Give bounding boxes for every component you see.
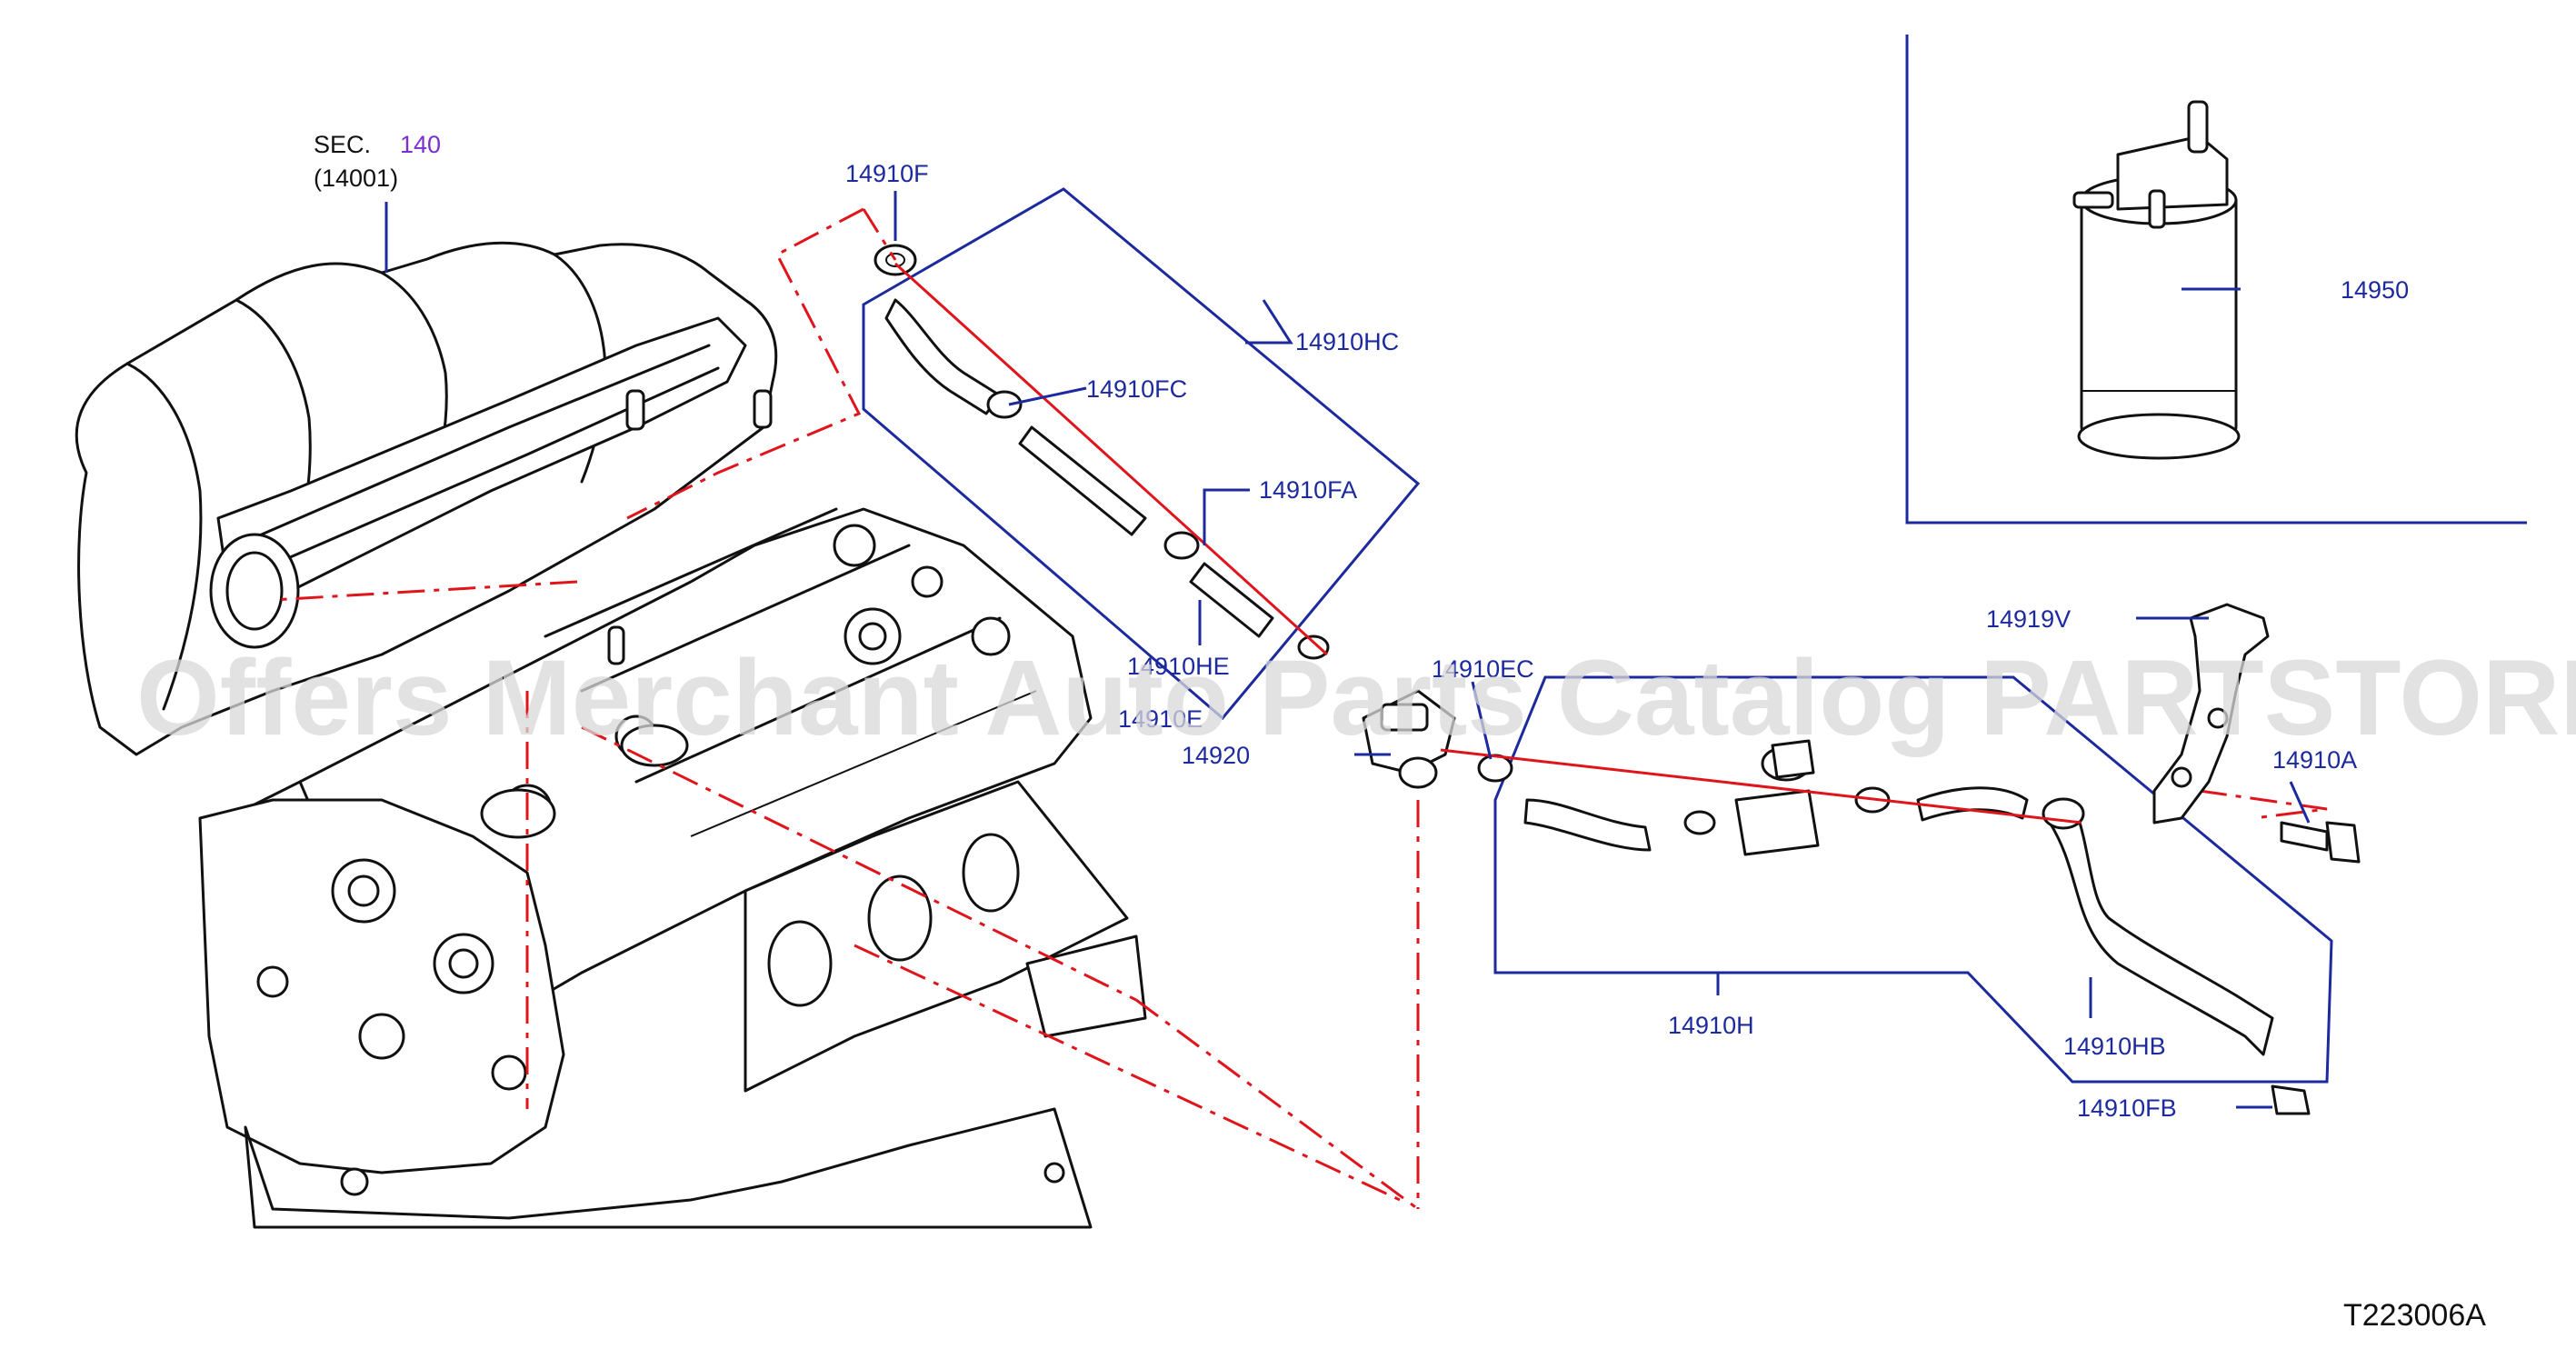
leader-lines [894, 191, 2311, 1109]
hose-upper-pcv [884, 298, 1002, 415]
section-prefix: SEC. [314, 131, 371, 158]
clamp-14910e [1297, 635, 1330, 660]
watermark-text: Offers Merchant Auto Parts Catalog PARTS… [136, 638, 2576, 758]
diagram-code: T223006A [2343, 1298, 2486, 1333]
fitting-14910fb [2271, 1084, 2311, 1115]
label-14910fa[interactable]: 14910FA [1259, 476, 1357, 504]
label-14920[interactable]: 14920 [1182, 742, 1250, 769]
clamp-14910ec [1477, 754, 1513, 783]
clamp-14910fc [986, 390, 1023, 419]
label-14910h[interactable]: 14910H [1668, 1012, 1754, 1039]
clamp-14910fa [1163, 531, 1200, 560]
group-frame-14910hc [862, 187, 1421, 721]
label-14910ec[interactable]: 14910EC [1432, 655, 1534, 683]
vacuum-valve [1734, 789, 1820, 856]
bracket-14919v [2152, 603, 2270, 824]
section-number: 140 [400, 131, 441, 158]
label-14910f[interactable]: 14910F [845, 160, 929, 187]
reference-lines [272, 207, 2328, 1211]
group-frame-14910h [1493, 675, 2333, 1084]
label-14910fc[interactable]: 14910FC [1086, 375, 1187, 403]
hose-14910he [1189, 562, 1274, 638]
bolt-14910a [2280, 821, 2361, 864]
pcv-valve-14920 [1362, 689, 1456, 789]
label-14910a[interactable]: 14910A [2272, 746, 2357, 774]
label-14910fb[interactable]: 14910FB [2077, 1094, 2177, 1122]
engine-illustration [75, 241, 1147, 1229]
label-14910he[interactable]: 14910HE [1127, 653, 1230, 680]
label-14950[interactable]: 14950 [2341, 276, 2409, 304]
section-subnumber: (14001) [314, 165, 398, 192]
clamp-hose-end [2042, 797, 2085, 830]
lower-hose-parts [1440, 739, 2311, 1115]
label-14910e[interactable]: 14910E [1118, 705, 1203, 733]
label-14910hb[interactable]: 14910HB [2063, 1033, 2166, 1060]
section-label: SEC. 140 (14001) [314, 131, 441, 273]
group-frame-14950 [1905, 35, 2527, 525]
pcv-connector-tube [1018, 425, 1147, 536]
label-14919v[interactable]: 14919V [1986, 605, 2071, 633]
hose-lower-left [1523, 798, 1652, 852]
label-14910hc[interactable]: 14910HC [1295, 328, 1399, 355]
canister-14950 [2072, 100, 2241, 460]
hose-14910hb [2048, 812, 2274, 1056]
part-labels: 14910F 14910HC 14910FC 14910FA 14910HE 1… [845, 160, 2409, 1122]
clamp-lower-1 [1683, 810, 1716, 835]
hose-lower-right [1916, 786, 2029, 822]
